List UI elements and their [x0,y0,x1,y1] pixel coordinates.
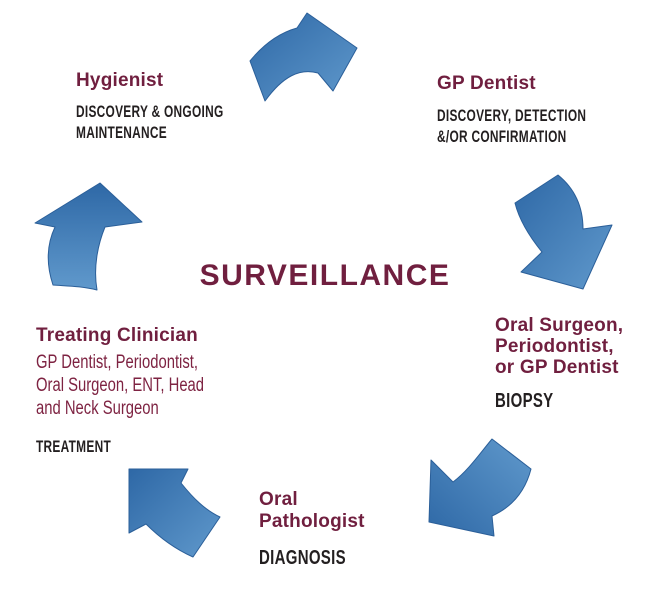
arrow-hygienist-to-gp-dentist-icon [249,12,358,102]
arrow-shape [34,182,143,291]
action-label-line: MAINTENANCE [76,123,168,142]
arrow-oral-surgeon-to-oral-pathologist-icon [428,438,532,537]
node-oral-surgeon: Oral Surgeon, Periodontist, or GP Dentis… [495,315,623,413]
role-label-line: Oral [259,489,298,510]
arrow-treating-clinician-to-hygienist-icon [34,182,143,291]
node-gp-dentist: GP Dentist DISCOVERY, DETECTION &/OR CON… [437,73,650,147]
role-label: Hygienist [76,70,164,91]
action-label-line: DISCOVERY & ONGOING [76,102,224,121]
role-label: GP Dentist [437,73,536,94]
action-label: DIAGNOSIS [259,547,346,569]
action-label: TREATMENT [36,437,112,456]
node-treating-clinician: Treating Clinician GP Dentist, Periodont… [36,325,251,457]
arrow-shape [428,438,532,537]
diagram-title: SURVEILLANCE [199,259,451,292]
node-oral-pathologist: Oral Pathologist DIAGNOSIS [259,489,375,570]
action-label-line: &/OR CONFIRMATION [437,127,567,146]
role-label-line: Pathologist [259,511,365,532]
role-detail-line: and Neck Surgeon [36,398,159,419]
arrow-shape [128,468,221,558]
arrow-oral-pathologist-to-treating-clinician-icon [128,468,221,558]
action-label-line: DISCOVERY, DETECTION [437,106,587,125]
role-label-line: Oral Surgeon, [495,315,624,336]
arrow-shape [249,12,358,102]
role-detail-line: GP Dentist, Periodontist, [36,352,199,373]
arrow-shape [514,174,613,290]
action-label: BIOPSY [495,390,554,412]
arrow-gp-dentist-to-oral-surgeon-icon [514,174,613,290]
role-label-line: or GP Dentist [495,357,619,378]
role-detail-line: Oral Surgeon, ENT, Head [36,375,205,396]
node-hygienist: Hygienist DISCOVERY & ONGOING MAINTENANC… [76,70,287,143]
role-label-line: Periodontist, [495,336,614,357]
role-label: Treating Clinician [36,325,198,346]
